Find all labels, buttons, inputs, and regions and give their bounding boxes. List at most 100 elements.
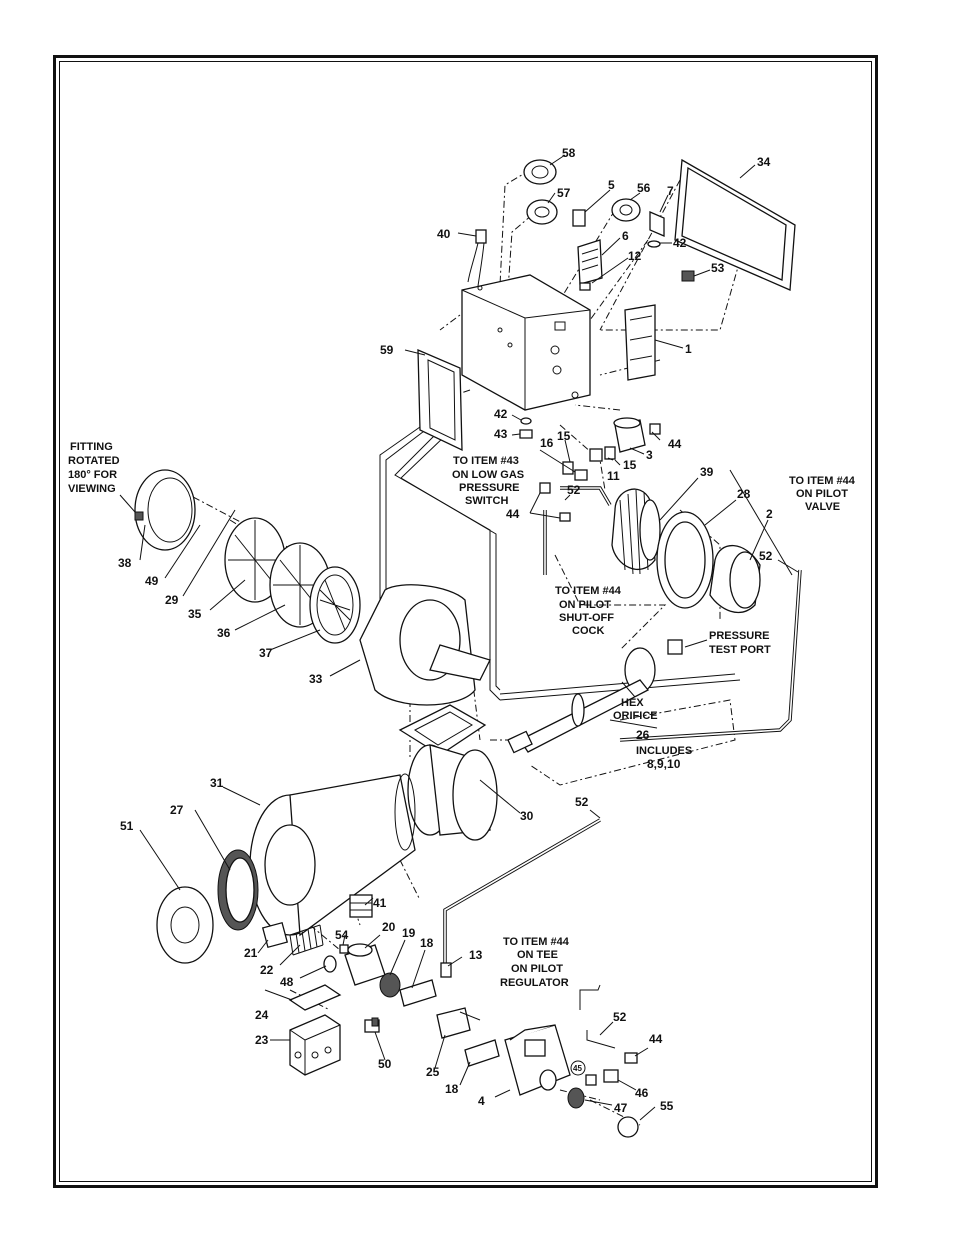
part-38-fitting: [134, 511, 144, 521]
part-label-31: 31: [210, 776, 224, 790]
part-6-transformer: [577, 239, 603, 285]
part-47-nipple: [567, 1087, 585, 1109]
note-shutoff-line2: ON PILOT: [559, 599, 611, 611]
part-label-48: 48: [280, 975, 294, 989]
part-label-49: 49: [145, 574, 159, 588]
part-37-screen: [309, 566, 361, 644]
part-5-relay: [572, 209, 586, 227]
part-label-50: 50: [378, 1057, 392, 1071]
part-label-42-top: 42: [673, 236, 687, 250]
part-label-7: 7: [667, 184, 674, 198]
part-44-fitting: [624, 1052, 638, 1064]
part-label-34: 34: [757, 155, 771, 169]
note-includes-line1: INCLUDES: [636, 745, 692, 757]
part-30-tube: [407, 744, 498, 841]
part-59-plate: [417, 349, 463, 452]
part-label-44-cock: 44: [506, 507, 520, 521]
part-flange-plate: [398, 704, 487, 756]
part-22-spring: [289, 924, 324, 956]
part-label-21: 21: [244, 946, 258, 960]
part-label-58: 58: [562, 146, 576, 160]
part-label-44-regulator: 44: [649, 1032, 663, 1046]
part-label-36: 36: [217, 626, 231, 640]
part-57-switch: [526, 199, 558, 225]
part-28-ring: [656, 511, 714, 609]
part-label-5: 5: [608, 178, 615, 192]
part-label-45: 45: [573, 1064, 582, 1073]
page-border-inner: [59, 61, 872, 1182]
part-label-18-upper: 18: [420, 936, 434, 950]
part-label-18-lower: 18: [445, 1082, 459, 1096]
note-fitting-line1: FITTING: [70, 441, 113, 453]
part-53-component: [681, 270, 695, 282]
part-label-27: 27: [170, 803, 184, 817]
part-55-cap: [617, 1116, 639, 1138]
part-number-labels: 58 57 5 56 7 34 40 6 42 12 53 1 59 42 43…: [118, 146, 773, 1115]
note-shutoff-line3: SHUT-OFF: [559, 612, 614, 624]
part-34-gasket: [674, 158, 796, 291]
part-19-union: [379, 972, 401, 998]
part-1-bracket: [624, 304, 656, 381]
part-label-1: 1: [685, 342, 692, 356]
wiring-path: [379, 419, 741, 701]
part-26-pilot-assembly: [507, 639, 683, 754]
note-fitting-line2: ROTATED: [68, 455, 120, 467]
part-label-43: 43: [494, 427, 508, 441]
part-50-component: [364, 1017, 380, 1033]
part-label-55: 55: [660, 1099, 674, 1113]
note-hex-line2: ORIFICE: [613, 710, 658, 722]
note-fitting-line3: 180° FOR: [68, 469, 117, 481]
callout-pilot-shutoff: TO ITEM #44 ON PILOT SHUT-OFF COCK: [555, 585, 622, 637]
callout-includes: INCLUDES 8,9,10: [636, 745, 692, 771]
part-label-44-valve: 44: [668, 437, 682, 451]
part-56-switch: [611, 198, 641, 222]
part-label-41: 41: [373, 896, 387, 910]
part-label-15-left: 15: [557, 429, 571, 443]
leader-lines: [119, 154, 799, 1121]
callout-pilot-regulator: TO ITEM #44 ON TEE ON PILOT REGULATOR: [500, 936, 570, 989]
part-label-51: 51: [120, 819, 134, 833]
part-label-29: 29: [165, 593, 179, 607]
part-51-head: [156, 886, 214, 964]
part-label-46: 46: [635, 1086, 649, 1100]
note-regulator-line2: ON TEE: [517, 949, 558, 961]
part-label-15-right: 15: [623, 458, 637, 472]
part-label-40: 40: [437, 227, 451, 241]
part-39-blower-wheel: [611, 488, 661, 575]
part-13-fitting: [440, 962, 452, 978]
part-label-19: 19: [402, 926, 416, 940]
note-pressure-line2: TEST PORT: [709, 644, 771, 656]
part-label-37: 37: [259, 646, 273, 660]
note-pilotvalve-line1: TO ITEM #44: [789, 475, 856, 487]
control-box: [461, 274, 591, 411]
part-23-junction-box: [289, 1014, 341, 1076]
part-label-47: 47: [614, 1101, 628, 1115]
note-regulator-line3: ON PILOT: [511, 963, 563, 975]
part-49-ring: [134, 469, 196, 551]
callout-hex-orifice: HEX ORIFICE: [613, 697, 658, 722]
part-40-sensor: [467, 229, 487, 287]
part-label-26: 26: [636, 728, 650, 742]
part-label-39: 39: [700, 465, 714, 479]
part-label-33: 33: [309, 672, 323, 686]
note-lowgas-line1: TO ITEM #43: [453, 455, 519, 467]
part-3-pilot-valve: [613, 417, 661, 453]
part-label-20: 20: [382, 920, 396, 934]
part-label-23: 23: [255, 1033, 269, 1047]
note-hex-line1: HEX: [621, 697, 644, 709]
part-label-25: 25: [426, 1065, 440, 1079]
note-lowgas-line3: PRESSURE: [459, 482, 520, 494]
note-regulator-line1: TO ITEM #44: [503, 936, 570, 948]
part-7-component: [647, 211, 665, 248]
part-42-washer: [520, 417, 532, 425]
part-31-burner-tube: [249, 773, 416, 937]
part-18-nipple: [399, 979, 500, 1067]
callout-low-gas-switch: TO ITEM #43 ON LOW GAS PRESSURE SWITCH: [452, 455, 524, 507]
part-58-switch: [523, 159, 557, 185]
part-24-cover: [288, 984, 342, 1011]
note-lowgas-line4: SWITCH: [465, 495, 508, 507]
callout-pressure-test-port: PRESSURE TEST PORT: [709, 630, 771, 656]
callout-fitting-rotated: FITTING ROTATED 180° FOR VIEWING: [68, 441, 120, 495]
part-label-45-badge: 45: [570, 1060, 586, 1076]
